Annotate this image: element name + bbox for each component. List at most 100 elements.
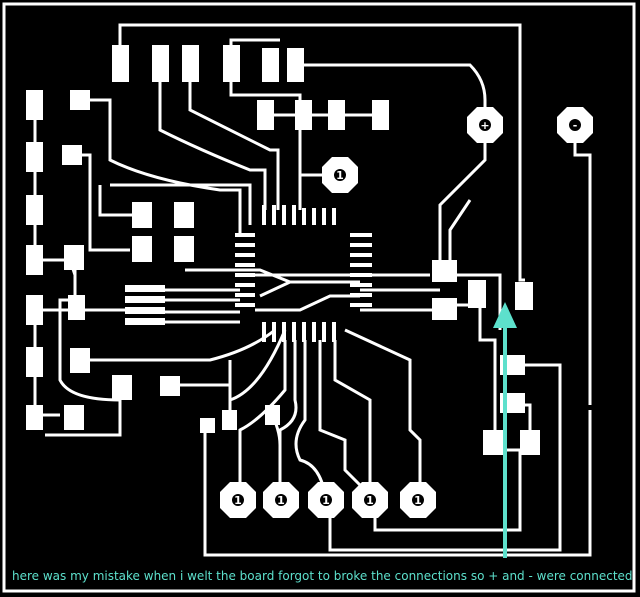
trace: [294, 340, 327, 496]
smd-pad: [223, 45, 240, 82]
annotation-arrow: [493, 302, 517, 558]
through-hole-pad: 1: [308, 482, 344, 518]
trace: [45, 385, 122, 437]
smd-pad: [432, 298, 457, 320]
smd-pad: [64, 245, 84, 270]
ic-pin-bottom: [302, 322, 306, 342]
smd-pad: [26, 142, 43, 172]
smd-pad: [222, 410, 237, 430]
trace: [188, 60, 280, 210]
ic-pin-left: [235, 233, 255, 237]
through-hole-pad: 1: [352, 482, 388, 518]
mistake-annotation-caption: here was my mistake when i welt the boar…: [12, 569, 633, 583]
ic-pin-bottom: [332, 322, 336, 342]
ic-pin-right: [350, 273, 372, 277]
trace: [295, 63, 487, 125]
smd-pad: [483, 430, 503, 455]
smd-pad: [125, 296, 165, 303]
pad-marker: 1: [366, 494, 374, 507]
smd-pad: [287, 48, 304, 82]
smd-pad: [26, 347, 43, 377]
trace: [255, 294, 360, 312]
ic-pin-top: [332, 208, 336, 225]
through-hole-pad: 1: [400, 482, 436, 518]
trace: [344, 328, 422, 495]
trace: [158, 60, 267, 210]
smd-pad: [182, 45, 199, 82]
smd-pad: [262, 48, 279, 82]
smd-pad: [125, 318, 165, 325]
ic-pin-bottom: [262, 322, 266, 342]
trace: [478, 290, 497, 440]
ic-pin-top: [262, 205, 266, 225]
positive-terminal-label: +: [480, 119, 489, 132]
negative-terminal-label: -: [573, 119, 578, 132]
ic-pin-bottom: [282, 322, 286, 342]
ic-pin-left: [235, 283, 255, 287]
trace: [110, 183, 252, 225]
smd-pad: [328, 100, 345, 130]
through-hole-pads: + - 1 1 1 1 1: [220, 107, 593, 518]
pad-marker: 1: [277, 494, 285, 507]
smd-pad: [152, 45, 169, 82]
ic-pin-left: [235, 263, 255, 267]
smd-pad: [62, 145, 82, 165]
smd-pad: [70, 90, 90, 110]
ic-pin-right: [350, 233, 372, 237]
trace: [229, 70, 302, 210]
ic-pin-right: [350, 283, 372, 287]
ic-pin-bottom: [322, 322, 326, 342]
ic-pin-right: [350, 303, 372, 307]
smd-pad: [515, 282, 533, 310]
smd-pad: [112, 45, 129, 82]
ic-pin-top: [292, 205, 296, 225]
trace: [98, 185, 135, 217]
ic-pin-right: [350, 263, 372, 267]
smd-pad: [174, 202, 194, 228]
trace: [58, 270, 121, 402]
smd-pad: [26, 90, 43, 120]
ic-pin-left: [235, 273, 255, 277]
ic-pin-top: [312, 208, 316, 225]
trace: [373, 448, 522, 532]
smd-pad: [26, 405, 43, 430]
pad-marker: 1: [336, 169, 344, 182]
ic-pin-left: [235, 243, 255, 247]
trace: [80, 98, 242, 235]
smd-pad: [174, 236, 194, 262]
smd-pad: [125, 285, 165, 292]
ic-pin-bottom: [312, 322, 316, 342]
through-hole-pad-power-positive: +: [467, 107, 503, 143]
trace: [118, 23, 525, 282]
smd-pad: [64, 405, 84, 430]
smd-pad: [295, 100, 312, 130]
smd-pad: [68, 295, 85, 320]
smd-pad: [257, 100, 274, 130]
ic-pin-bottom: [292, 322, 296, 342]
ic-pin-right: [350, 293, 372, 297]
ic-pin-top: [322, 208, 326, 225]
microcontroller-footprint: [235, 205, 372, 342]
smd-pads: [26, 45, 540, 455]
through-hole-pad: 1: [322, 157, 358, 193]
trace: [448, 199, 472, 270]
ic-pin-left: [235, 293, 255, 297]
smd-pad: [26, 295, 43, 325]
smd-pad: [200, 418, 215, 433]
through-hole-pad: 1: [263, 482, 299, 518]
trace: [278, 340, 298, 495]
ic-pin-top: [272, 205, 276, 225]
smd-pad: [432, 260, 457, 282]
trace: [259, 280, 291, 298]
pad-marker: 1: [234, 494, 242, 507]
smd-pad: [26, 195, 43, 225]
pad-marker: 1: [414, 494, 422, 507]
through-hole-pad-power-negative: -: [557, 107, 593, 143]
smd-pad: [26, 245, 43, 275]
ic-pin-right: [350, 253, 372, 257]
smd-pad: [160, 376, 180, 396]
smd-pad: [70, 348, 90, 373]
trace: [80, 328, 276, 362]
